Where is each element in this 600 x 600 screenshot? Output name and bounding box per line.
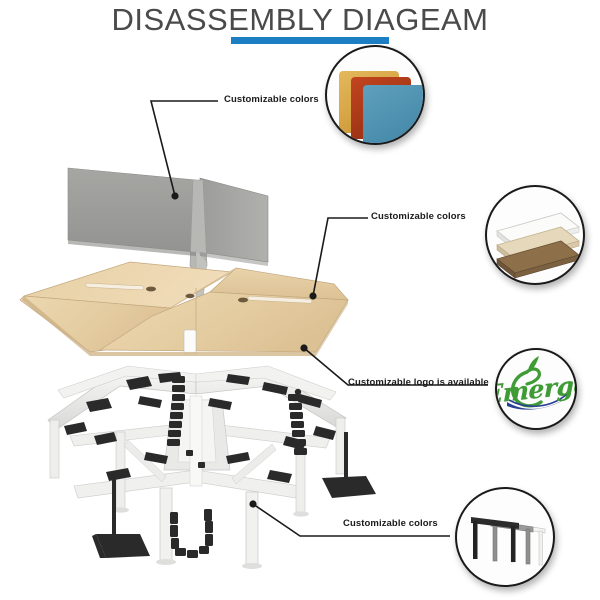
- frame-color-options: [457, 489, 553, 585]
- frame-black-accessories: [64, 372, 376, 558]
- laminate-layer-stack: [487, 187, 583, 283]
- swatch-blue: [363, 85, 423, 143]
- wood-worktop-cluster: [19, 261, 349, 356]
- fabric-swatch-stack: [327, 47, 423, 143]
- callout-leader-lines: [149, 100, 488, 537]
- callout-label-frame-colors: Customizable colors: [343, 518, 438, 529]
- callout-label-top-colors: Customizable colors: [371, 211, 466, 222]
- callout-label-panel-colors: Customizable colors: [224, 94, 319, 105]
- inset-frame-colors[interactable]: [455, 487, 555, 587]
- callout-label-logo-option: Customizable logo is available: [348, 377, 489, 388]
- inset-fabric-swatches[interactable]: [325, 45, 425, 145]
- page-title: DISASSEMBLY DIAGEAM: [111, 2, 489, 37]
- title-accent-bar: [231, 37, 389, 44]
- inset-brand-logo[interactable]: Emerge: [495, 348, 577, 430]
- emerge-logo: Emerge: [497, 350, 575, 428]
- inset-laminate-layers[interactable]: [485, 185, 585, 285]
- frame-black: [471, 517, 519, 562]
